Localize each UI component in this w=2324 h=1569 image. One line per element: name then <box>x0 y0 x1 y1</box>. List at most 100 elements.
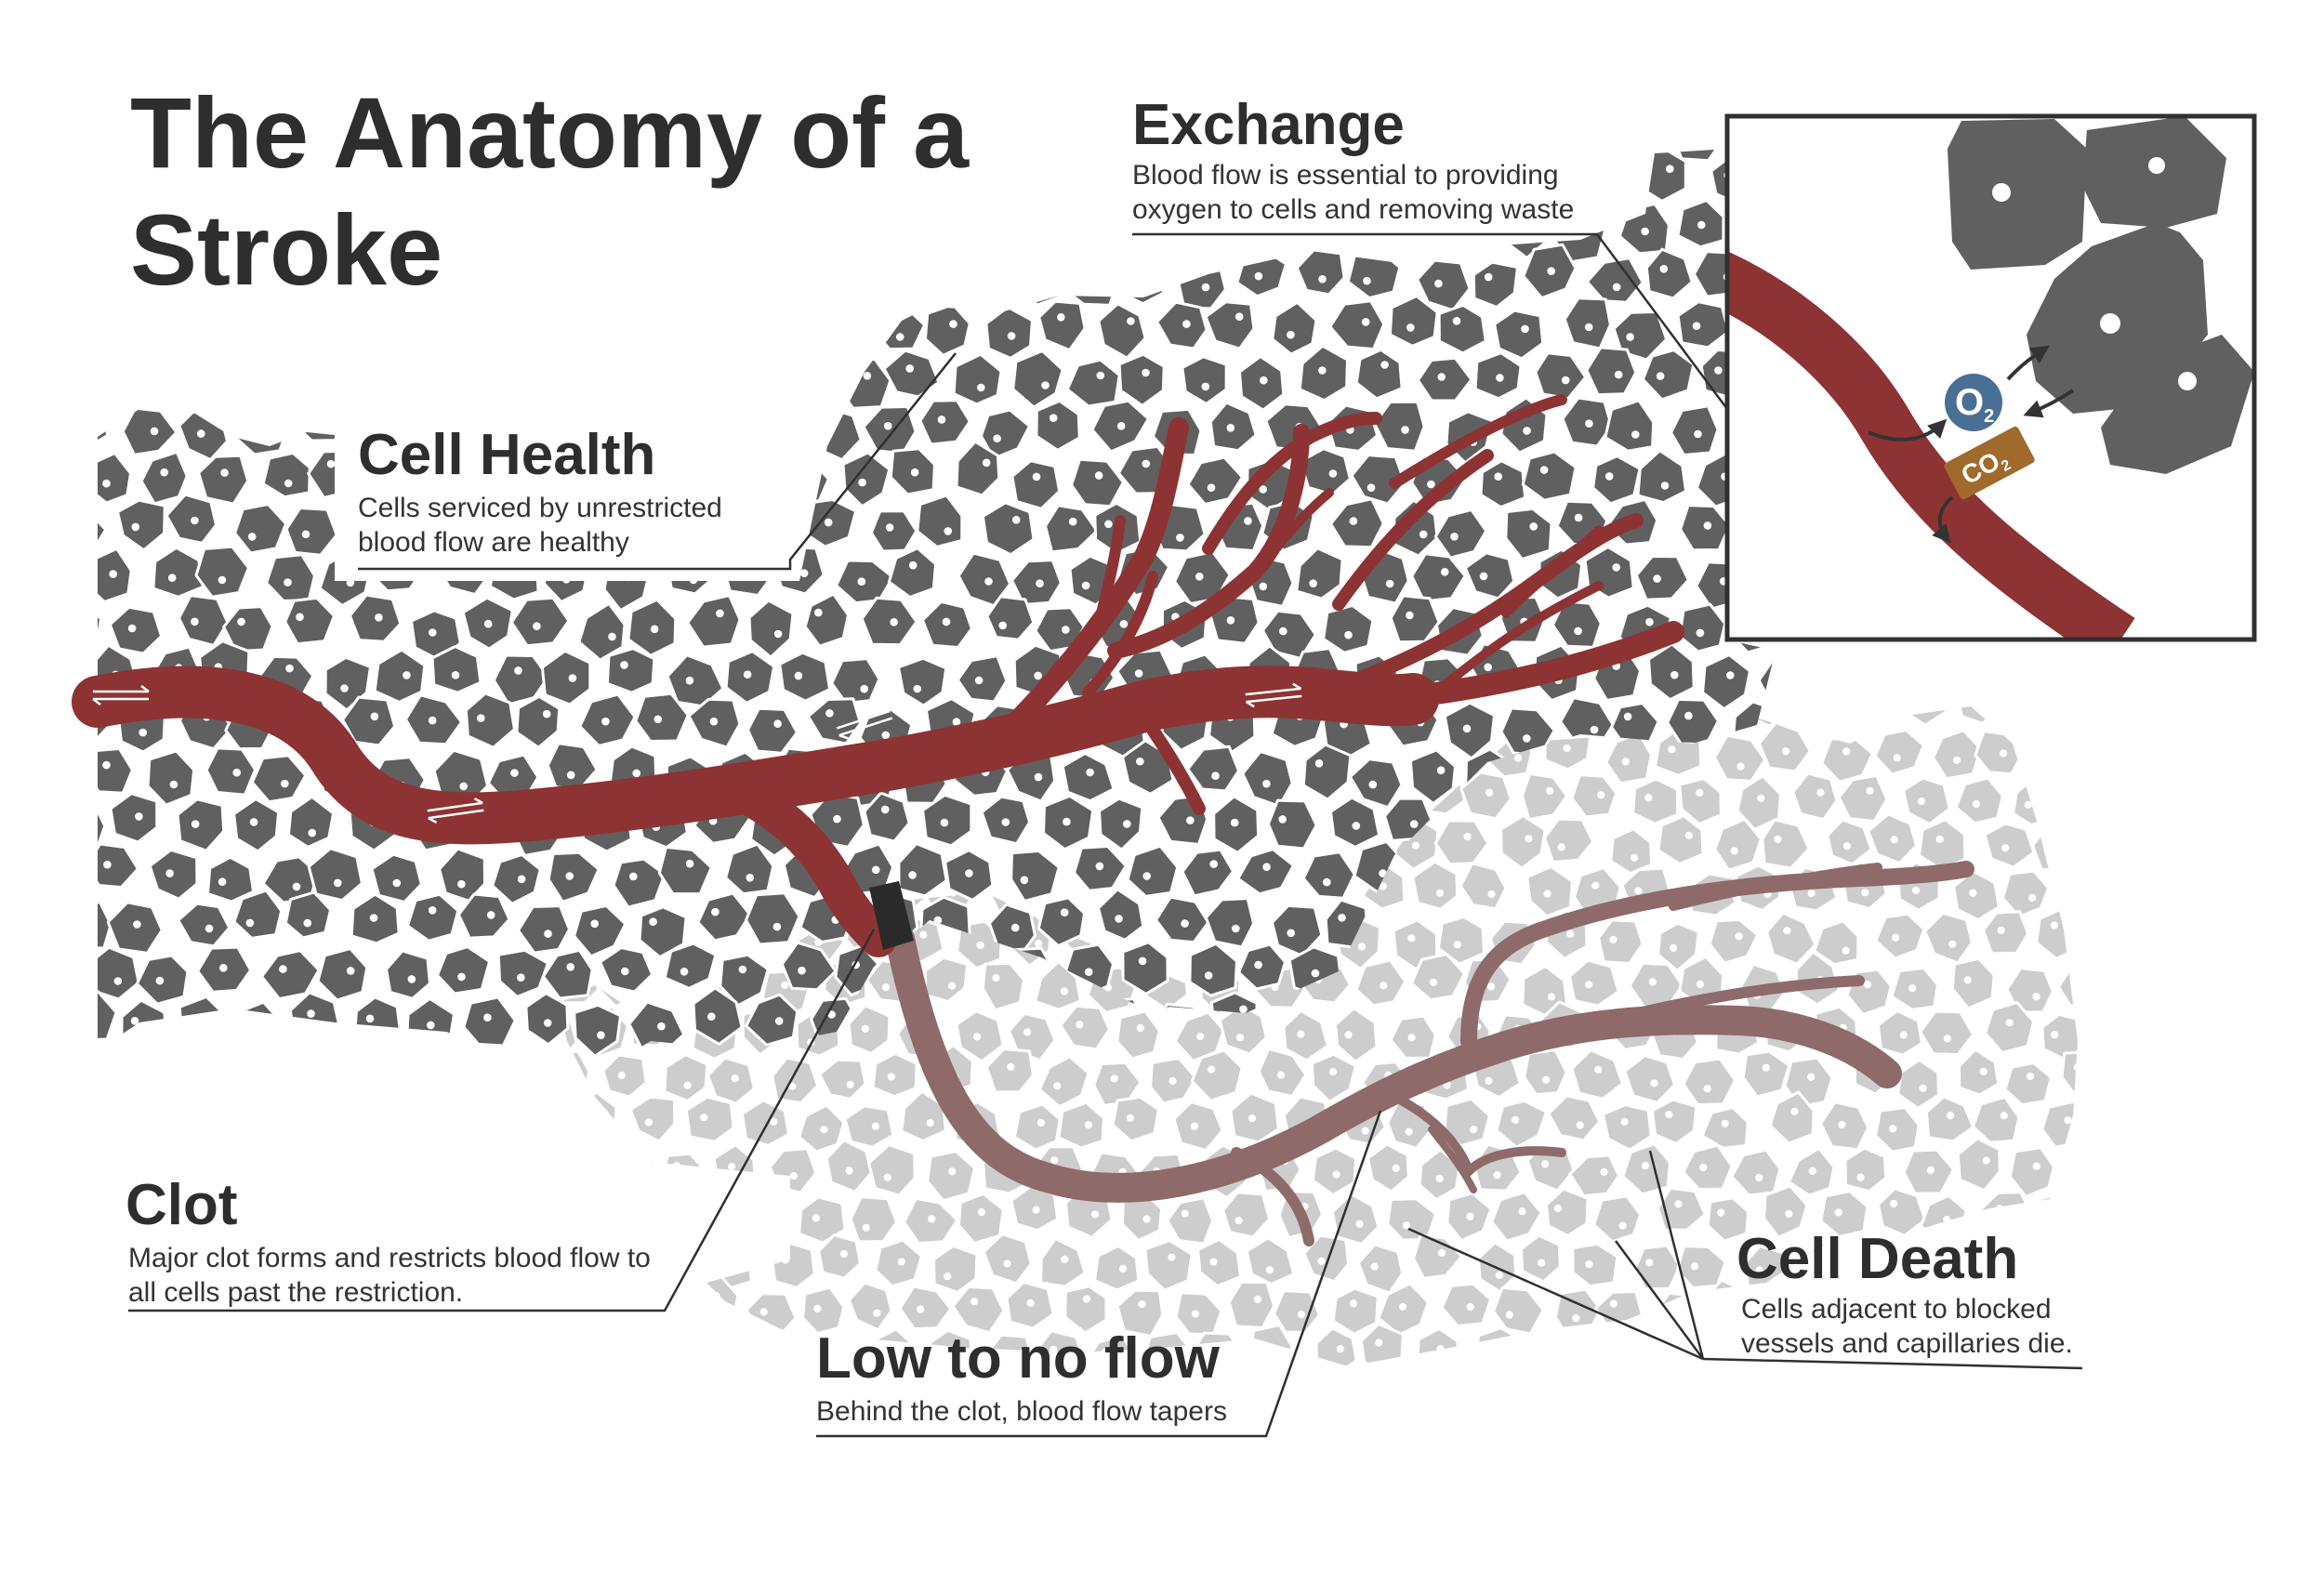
dead-cell <box>558 1335 597 1366</box>
cell-nucleus <box>571 1062 579 1071</box>
cell-nucleus <box>790 1346 799 1354</box>
cell-nucleus <box>1721 1119 1729 1127</box>
cell-nucleus <box>1398 1302 1407 1311</box>
cell-nucleus <box>130 1017 139 1025</box>
cell-nucleus <box>657 1022 666 1031</box>
healthy-cell <box>601 345 653 399</box>
cell-nucleus <box>197 429 205 438</box>
cell-nucleus <box>814 608 823 617</box>
inset-vessel <box>1727 251 2135 639</box>
cell-nucleus <box>621 967 629 976</box>
cell-nucleus <box>1783 927 1791 935</box>
cell-nucleus <box>428 906 437 915</box>
dead-cell <box>1356 1243 1405 1295</box>
cell-nucleus <box>799 569 809 577</box>
cell-nucleus <box>1292 748 1301 757</box>
dead-cell <box>1955 706 2005 725</box>
cell-nucleus <box>1136 1023 1144 1033</box>
cell-nucleus <box>326 459 336 468</box>
cell-nucleus <box>253 325 261 334</box>
dead-cell <box>1923 911 1974 965</box>
healthy-cell <box>108 605 164 655</box>
healthy-cell <box>260 949 321 1001</box>
healthy-cell <box>284 890 333 940</box>
cell-nucleus <box>1318 366 1327 375</box>
cell-nucleus <box>2073 1063 2078 1072</box>
cell-nucleus <box>1037 1118 1045 1127</box>
healthy-cell <box>1408 748 1457 805</box>
cell-nucleus <box>2084 711 2092 719</box>
cell-nucleus <box>1653 574 1661 583</box>
dead-cell <box>1059 1004 1111 1051</box>
healthy-cell <box>98 901 112 950</box>
dead-cell <box>659 1152 706 1197</box>
cell-nucleus <box>597 1031 605 1039</box>
cell-nucleus <box>770 1117 778 1126</box>
cell-nucleus <box>1209 1258 1218 1266</box>
healthy-cell <box>1670 404 1720 456</box>
cell-nucleus <box>1053 1082 1062 1090</box>
cell-nucleus <box>1297 1311 1305 1319</box>
cell-nucleus <box>340 684 349 692</box>
cell-nucleus <box>2026 1072 2035 1080</box>
cell-nucleus <box>1935 835 1944 844</box>
cell-nucleus <box>1138 956 1147 966</box>
cell-nucleus <box>103 860 112 869</box>
healthy-cell <box>197 347 250 402</box>
healthy-cell <box>491 853 542 905</box>
cell-nucleus <box>782 512 791 521</box>
cell-nucleus <box>706 855 715 864</box>
cell-nucleus <box>1838 1120 1846 1129</box>
cell-nucleus <box>2064 1116 2072 1125</box>
dead-cell <box>1974 730 2025 776</box>
cell-nucleus <box>1668 745 1676 754</box>
dead-cell <box>1604 732 1653 785</box>
cell-nucleus <box>2001 844 2010 852</box>
cell-nucleus <box>1812 1362 1821 1366</box>
cell-nucleus <box>98 273 106 282</box>
healthy-cell <box>719 953 770 1008</box>
healthy-cell <box>746 706 799 755</box>
cell-nucleus <box>1142 872 1151 880</box>
cell-nucleus <box>365 1014 375 1023</box>
cell-nucleus <box>1349 517 1358 525</box>
cell-nucleus <box>863 372 872 380</box>
artery-branch <box>1137 709 1206 815</box>
dead-cell <box>1826 818 1873 866</box>
cell-nucleus <box>1139 840 1147 849</box>
cell-nucleus <box>297 318 307 326</box>
cell-nucleus <box>80 521 88 530</box>
cell-nucleus <box>1674 1200 1683 1208</box>
cell-nucleus <box>1244 517 1252 525</box>
cell-nucleus <box>1665 1111 1673 1119</box>
cell-nucleus <box>1201 283 1210 292</box>
dead-vessel-branch <box>1593 975 1865 1028</box>
healthy-cell <box>230 1000 283 1056</box>
flow-arrow <box>836 706 893 740</box>
cell-nucleus <box>541 1215 548 1222</box>
healthy-cell <box>1410 552 1467 603</box>
cell-nucleus <box>1363 276 1371 285</box>
healthy-cell <box>1437 303 1487 355</box>
cell-nucleus <box>1094 471 1103 480</box>
cell-nucleus <box>407 975 416 983</box>
cell-nucleus <box>1254 960 1262 969</box>
inset-cell <box>2101 335 2254 474</box>
cell-nucleus <box>249 818 258 826</box>
cell-nucleus <box>1505 1311 1513 1319</box>
cell-nucleus <box>1116 422 1126 430</box>
dead-cell <box>1675 1245 1727 1290</box>
cell-nucleus <box>139 728 147 737</box>
dead-cell <box>817 1233 862 1280</box>
healthy-cell <box>540 649 592 706</box>
dead-cell <box>716 1331 765 1366</box>
cell-nucleus <box>1626 333 1634 341</box>
healthy-cell <box>265 342 316 401</box>
dead-cell <box>1310 1052 1357 1103</box>
cell-nucleus <box>1754 723 1763 732</box>
cell-nucleus <box>232 768 241 777</box>
healthy-cell <box>860 596 918 647</box>
cell-nucleus <box>1010 923 1020 932</box>
cell-nucleus <box>1434 279 1443 288</box>
healthy-cell <box>1155 895 1210 944</box>
